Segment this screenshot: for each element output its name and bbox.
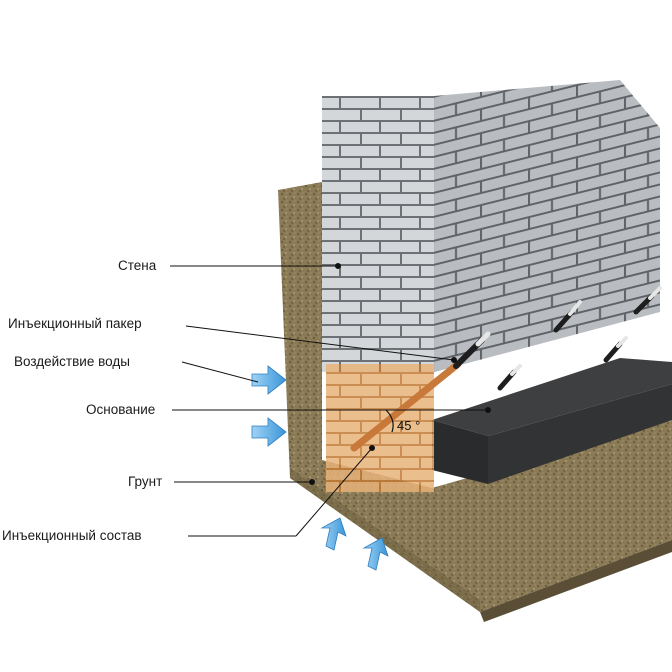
wall-side-face [434,80,660,372]
wall-front-face [322,96,434,372]
angle-label: 45 ° [397,418,420,433]
packer-1 [500,366,520,388]
water-arrow-icon-2 [252,418,286,446]
leader-water [182,362,258,382]
label-compound: Инъекционный состав [2,528,142,544]
water-arrow-icon-1 [252,366,286,394]
label-soil: Грунт [128,474,162,490]
water-arrow-icon-3 [322,518,346,550]
packer-3 [606,338,626,360]
label-base: Основание [86,402,155,418]
label-wall: Стена [118,258,156,274]
label-water: Воздействие воды [14,354,130,370]
label-packer: Инъекционный пакер [8,316,142,332]
